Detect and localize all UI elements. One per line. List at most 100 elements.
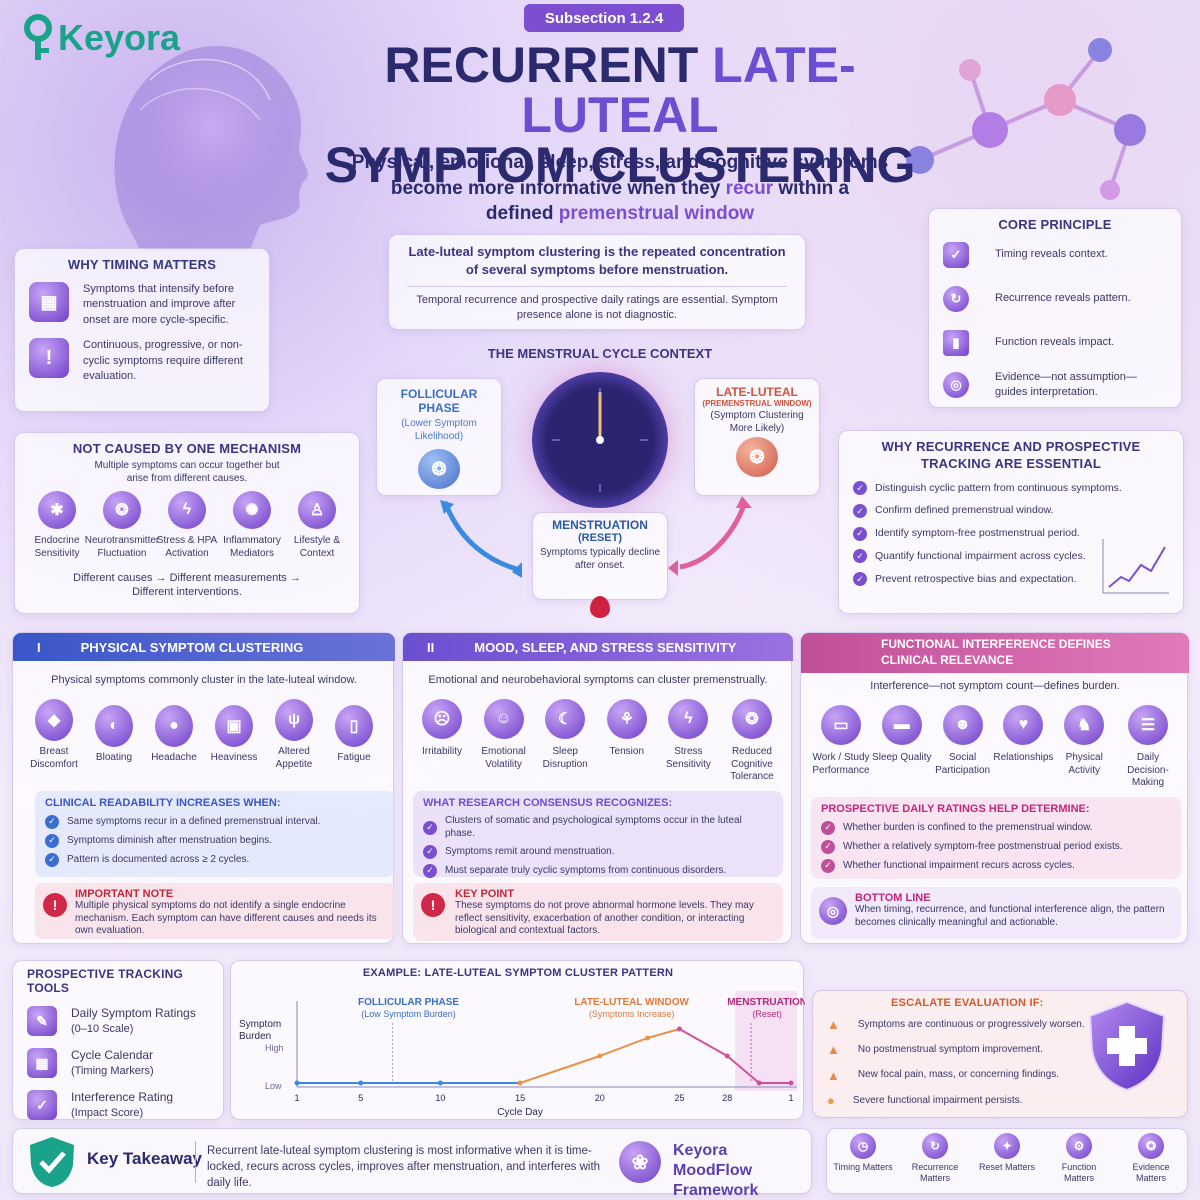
subtitle-line3: defined	[485, 203, 559, 225]
mood-3: Sleep Disruption	[542, 746, 588, 770]
luteal-window: (PREMENSTRUAL WINDOW)	[702, 399, 812, 408]
check-icon: ✓	[45, 853, 59, 867]
function-icon: ⚙	[1066, 1133, 1092, 1159]
check-icon: ✓	[853, 481, 867, 496]
target-icon: ◎	[819, 897, 847, 925]
tool-3-name: Interference Rating	[71, 1090, 174, 1105]
reset-icon: ✦	[994, 1133, 1020, 1159]
heart-icon: ♥	[1003, 705, 1044, 745]
physical-desc: Physical symptoms commonly cluster in th…	[51, 674, 357, 686]
pro-1: Whether burden is confined to the premen…	[843, 821, 1093, 833]
data-point	[645, 1035, 651, 1041]
mood-5: Stress Sensitivity	[665, 746, 711, 770]
why-timing-b: Continuous, progressive, or non-cyclic s…	[83, 339, 243, 382]
takeaway-title: Key Takeaway	[87, 1149, 202, 1168]
core-item-3: Function reveals impact.	[995, 336, 1115, 349]
core-principle-title: CORE PRINCIPLE	[998, 217, 1112, 232]
lightning-icon: ϟ	[168, 491, 206, 529]
y-low-label: Low	[265, 1081, 282, 1091]
func-3: Social Participation	[935, 752, 991, 776]
series-segment	[599, 1037, 648, 1057]
example-title: EXAMPLE: LATE-LUTEAL SYMPTOM CLUSTER PAT…	[362, 967, 674, 979]
clin-1: Same symptoms recur in a defined premens…	[67, 815, 321, 827]
mood-2: Emotional Volatility	[481, 746, 526, 770]
takeaway-text: Recurrent late-luteal symptom clustering…	[207, 1145, 601, 1190]
note-title: IMPORTANT NOTE	[75, 888, 174, 900]
cycle-arrows	[440, 496, 752, 578]
matters-2: Recurrence Matters	[911, 1162, 959, 1184]
tools-title: PROSPECTIVE TRACKING TOOLS	[27, 967, 184, 995]
virus-icon: ✺	[233, 491, 271, 529]
definition-note: Temporal recurrence and prospective dail…	[416, 294, 778, 322]
escalate-title: ESCALATE EVALUATION IF:	[891, 997, 1044, 1009]
clinical-box: CLINICAL READABILITY INCREASES WHEN: ✓ Sa…	[35, 791, 395, 877]
func-1: Work / Study Performance	[812, 752, 870, 776]
tool-3-sub: (Impact Score)	[71, 1107, 144, 1120]
series-segment	[647, 1028, 680, 1039]
warning-triangle-icon: ▲	[827, 1017, 840, 1032]
tension-icon: ⚘	[606, 699, 647, 739]
calendar-icon: ▦	[29, 282, 69, 322]
title-line2: SYMPTOM CLUSTERING	[324, 137, 916, 193]
func-5: Physical Activity	[1065, 752, 1103, 776]
functional-section: FUNCTIONAL INTERFERENCE DEFINES CLINICAL…	[800, 632, 1189, 944]
check-circle-icon: ●	[827, 1092, 835, 1108]
bar-chart-icon: ▮	[943, 330, 969, 356]
laptop-icon: ▭	[821, 705, 861, 745]
series-segment	[678, 1028, 728, 1057]
follicular-chart-label: FOLLICULAR PHASE	[358, 997, 459, 1008]
menstruation-chart-sub: (Reset)	[752, 1009, 782, 1019]
check-icon: ✓	[423, 864, 437, 878]
mood-title: MOOD, SLEEP, AND STRESS SENSITIVITY	[474, 639, 737, 655]
mood-1: Irritability	[421, 746, 462, 757]
check-icon: ✓	[423, 845, 437, 859]
mood-desc: Emotional and neurobehavioral symptoms c…	[428, 674, 768, 686]
brain-blue-icon: ❂	[418, 449, 460, 489]
moon-icon: ☾	[545, 699, 586, 739]
molecule-illustration	[880, 10, 1180, 210]
brain-icon: ❂	[103, 491, 141, 529]
definition-main: Late-luteal symptom clustering is the re…	[408, 244, 786, 277]
follicular-sub: (Lower Symptom Likelihood)	[401, 418, 477, 442]
subtitle-window: premenstrual window	[558, 203, 755, 225]
warning-triangle-icon: ▲	[827, 1042, 840, 1058]
mechanism-desc: Multiple symptoms can occur together but…	[94, 460, 280, 484]
core-principle-card: CORE PRINCIPLE ✓Timing reveals context. …	[928, 208, 1182, 408]
functional-header: FUNCTIONAL INTERFERENCE DEFINES CLINICAL…	[801, 633, 1189, 673]
check-icon: ✓	[821, 859, 835, 873]
physical-title: PHYSICAL SYMPTOM CLUSTERING	[80, 639, 304, 655]
data-point	[517, 1080, 523, 1086]
check-icon: ✓	[45, 815, 59, 829]
core-item-2: Recurrence reveals pattern.	[995, 292, 1131, 305]
check-icon: ✓	[853, 526, 867, 541]
takeaway-card: Key Takeaway Recurrent late-luteal sympt…	[12, 1128, 812, 1199]
esc-3: New focal pain, mass, or concerning find…	[857, 1069, 1060, 1081]
bed-icon: ▬	[881, 705, 922, 745]
sad-face-icon: ☺	[483, 699, 524, 739]
check-icon: ✓	[853, 549, 867, 564]
brain-icon: ❂	[731, 699, 772, 739]
research-title: WHAT RESEARCH CONSENSUS RECOGNIZES:	[423, 797, 673, 809]
clin-2: Symptoms diminish after menstruation beg…	[67, 834, 273, 846]
res-2: Symptoms remit around menstruation.	[445, 845, 615, 857]
lightning-icon: ϟ	[668, 699, 709, 739]
data-point	[437, 1080, 443, 1086]
tool-1-name: Daily Symptom Ratings	[71, 1006, 196, 1020]
angry-face-icon: ☹	[422, 699, 462, 739]
mood-4: Tension	[609, 746, 645, 757]
data-point	[788, 1080, 794, 1086]
check-icon: ✓	[45, 834, 59, 848]
subtitle-recur: recur	[725, 177, 774, 199]
clinical-title: CLINICAL READABILITY INCREASES WHEN:	[45, 797, 281, 809]
mech-3: Stress & HPA Activation	[156, 535, 218, 559]
tool-1-sub: (0–10 Scale)	[71, 1022, 134, 1035]
check-icon: ✓	[821, 821, 835, 835]
luteal-chart-sub: (Symptoms Increase)	[589, 1009, 675, 1019]
mech-2: Neurotransmitter Fluctuation	[84, 535, 160, 559]
data-point	[597, 1053, 603, 1059]
title-line1-b: LATE-LUTEAL	[521, 37, 856, 143]
shield-check-icon: ✓	[943, 242, 969, 268]
